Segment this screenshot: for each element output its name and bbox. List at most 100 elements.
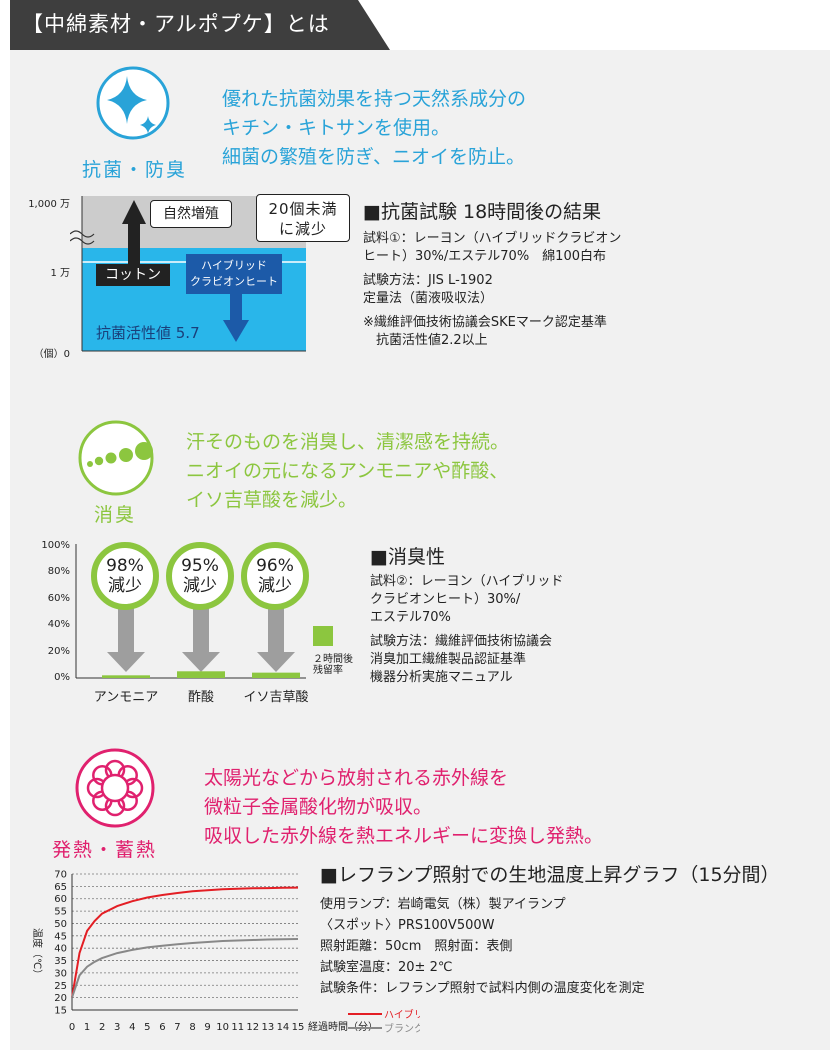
hybrid-label: ハイブリッド クラビオンヒート: [186, 254, 282, 294]
info-line: 試料①：レーヨン（ハイブリッドクラビオン: [363, 231, 622, 246]
deodorant-label: 消臭: [94, 504, 137, 526]
badge-ring: [91, 542, 159, 610]
deodorant-test-title: ■消臭性: [370, 546, 445, 568]
info-line: 抗菌活性値2.2以上: [363, 333, 488, 348]
badge-caption: 減少: [258, 576, 292, 596]
reduction-arrow: [257, 606, 295, 672]
info-line: 機器分析実施マニュアル: [370, 670, 513, 685]
info-line: クラビオンヒート）30%/: [370, 592, 521, 607]
reduction-arrow: [107, 606, 145, 672]
hybrid-line: ハイブリッド: [201, 259, 267, 272]
lead-line: 太陽光などから放射される赤外線を: [204, 767, 509, 789]
y-tick-label: 40%: [47, 619, 70, 630]
header-tab: [10, 0, 390, 50]
callout-line: に減少: [278, 220, 327, 238]
badge-caption: 減少: [108, 576, 142, 596]
series-line: [71, 938, 299, 998]
x-tick-label: 11: [231, 1022, 244, 1033]
page-title: 【中綿素材・アルポプケ】とは: [22, 12, 330, 36]
y-tick-label: 80%: [47, 566, 70, 577]
info-line: 試験室温度：20± 2℃: [320, 960, 453, 975]
lead-line: 吸収した赤外線を熱エネルギーに変換し発熱。: [204, 825, 604, 847]
x-tick-label: 15: [292, 1022, 305, 1033]
y-tick-label: 40: [54, 944, 67, 955]
odor-dots-icon: [78, 420, 154, 496]
x-tick-label: 1: [84, 1022, 90, 1033]
info-line: 定量法（菌液吸収法）: [363, 291, 494, 306]
y-tick-label: 60%: [47, 593, 70, 604]
y-axis-label: 温度（℃）: [31, 928, 44, 979]
category-label: アンモニア: [93, 690, 159, 705]
x-tick-label: 8: [189, 1022, 195, 1033]
y-tick-label: 100%: [41, 540, 70, 551]
residual-bar: [102, 675, 150, 678]
category-label: 酢酸: [187, 690, 214, 705]
info-line: 試験条件：レフランプ照射で試料内側の温度変化を測定: [320, 981, 645, 996]
heat-lead: 太陽光などから放射される赤外線を 微粒子金属酸化物が吸収。 吸収した赤外線を熱エ…: [204, 764, 603, 851]
badge-ring: [166, 542, 234, 610]
y-tick-label: 25: [54, 981, 67, 992]
antibacterial-lead: 優れた抗菌効果を持つ天然系成分の キチン・キトサンを使用。 細菌の繁殖を防ぎ、ニ…: [222, 85, 526, 172]
x-tick-label: 3: [114, 1022, 120, 1033]
y-tick-label: 30: [54, 968, 67, 979]
x-tick-label: 14: [277, 1022, 290, 1033]
info-line: 試料②：レーヨン（ハイブリッド: [370, 574, 564, 589]
heat-test-title: ■レフランプ照射での生地温度上昇グラフ（15分間）: [320, 864, 780, 886]
cotton-label: コットン: [96, 264, 170, 286]
y-tick-label: 70: [54, 870, 67, 881]
badge-acetic: 95% 減少: [166, 542, 234, 610]
x-tick-label: 2: [99, 1022, 105, 1033]
lead-line: 汗そのものを消臭し、清潔感を持続。: [186, 431, 510, 453]
growth-callout: 自然増殖: [150, 200, 232, 228]
y-tick-label: （個）0: [33, 349, 70, 360]
x-tick-label: 10: [216, 1022, 229, 1033]
heat-label: 発熱・蓄熱: [52, 839, 158, 861]
x-tick-label: 9: [204, 1022, 210, 1033]
lead-line: 細菌の繁殖を防ぎ、ニオイを防止。: [222, 146, 526, 168]
legend-swatch: [313, 626, 333, 646]
legend-label: ２時間後 残留率: [313, 654, 353, 676]
y-tick-label: 60: [54, 894, 67, 905]
lead-line: 微粒子金属酸化物が吸収。: [204, 796, 433, 818]
deodorant-chart: [75, 544, 306, 679]
info-line: 照射距離：50cm 照射面：表側: [320, 939, 513, 954]
badge-percent: 96%: [256, 556, 294, 576]
y-tick-label: 1 万: [50, 268, 70, 279]
y-tick-label: 0%: [54, 672, 70, 683]
badge-text: 96% 減少: [241, 556, 309, 596]
badge-percent: 98%: [106, 556, 144, 576]
lead-line: 優れた抗菌効果を持つ天然系成分の: [222, 88, 527, 110]
badge-text: 98% 減少: [91, 556, 159, 596]
deodorant-lead: 汗そのものを消臭し、清潔感を持続。 ニオイの元になるアンモニアや酢酸、 イソ吉草…: [186, 428, 509, 515]
legend-line: ２時間後: [313, 654, 353, 665]
info-line: エステル70%: [370, 610, 451, 625]
badge-ammonia: 98% 減少: [91, 542, 159, 610]
antibacterial-info: 試料①：レーヨン（ハイブリッドクラビオン ヒート）30%/エステル70% 綿10…: [363, 230, 621, 350]
badge-isovaleric: 96% 減少: [241, 542, 309, 610]
info-line: 試験方法：繊維評価技術協議会: [370, 634, 553, 649]
x-tick-label: 5: [144, 1022, 150, 1033]
lead-line: イソ吉草酸を減少。: [186, 489, 358, 511]
deodorant-info: 試料②：レーヨン（ハイブリッド クラビオンヒート）30%/ エステル70% 試験…: [370, 573, 563, 687]
callout-line: 20個未満: [268, 200, 338, 218]
antibacterial-test-title: ■抗菌試験 18時間後の結果: [363, 201, 602, 223]
x-tick-label: 13: [261, 1022, 274, 1033]
y-tick-label: 15: [54, 1006, 67, 1017]
legend-line: 残留率: [313, 665, 343, 676]
lead-line: キチン・キトサンを使用。: [222, 117, 451, 139]
x-tick-label: 12: [246, 1022, 259, 1033]
badge-caption: 減少: [183, 576, 217, 596]
heat-info: 使用ランプ：岩崎電気（株）製アイランプ 〈スポット〉PRS100V500W 照射…: [320, 894, 645, 999]
x-tick-label: 0: [69, 1022, 75, 1033]
info-line: 消臭加工繊維製品認証基準: [370, 652, 527, 667]
hybrid-line: クラビオンヒート: [190, 275, 278, 288]
y-tick-label: 20%: [47, 646, 70, 657]
badge-text: 95% 減少: [166, 556, 234, 596]
y-tick-label: 35: [54, 956, 67, 967]
lead-line: ニオイの元になるアンモニアや酢酸、: [186, 460, 509, 482]
residual-bar: [177, 671, 225, 678]
y-tick-label: 20: [54, 993, 67, 1004]
info-line: 試験方法：JIS L-1902: [363, 273, 493, 288]
